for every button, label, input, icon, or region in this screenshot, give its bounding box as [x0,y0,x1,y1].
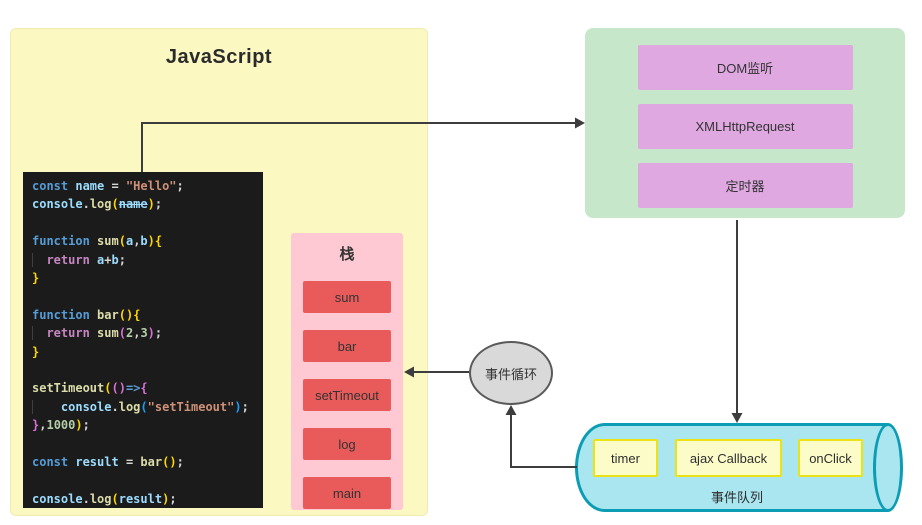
code-line: console.log("setTimeout"); [32,398,263,416]
code-line: } [32,271,40,286]
code-line: const result = bar(); [32,455,184,470]
web-api-item-timer: 定时器 [637,163,853,208]
arrowhead-webapis-to-queue [731,413,743,423]
queue-item-ajax-callback: ajax Callback [675,439,782,477]
stack-item-log: log [303,428,391,460]
javascript-panel-title: JavaScript [165,46,273,68]
code-line: function bar(){ [32,307,141,322]
arrow-queue-to-loop [510,415,577,468]
call-stack-panel: 栈 sum bar setTimeout log main [291,233,403,510]
code-line: setTimeout(()=>{ [32,381,148,396]
stack-item-settimeout: setTimeout [303,379,391,411]
arrowhead-js-to-webapis [575,117,585,129]
queue-item-onclick: onClick [798,439,863,477]
event-queue-label: 事件队列 [710,490,763,505]
code-block: const name = "Hello";console.log(name); … [23,172,263,508]
arrowhead-queue-to-loop [505,405,517,415]
web-api-item-xmlhttprequest: XMLHttpRequest [637,104,853,149]
event-queue-cylinder-cap [873,423,903,512]
stack-item-main: main [303,477,391,509]
code-line: const name = "Hello"; [32,179,184,193]
queue-item-timer: timer [593,439,658,477]
stack-item-sum: sum [303,281,391,313]
call-stack-title: 栈 [339,246,355,263]
code-line: },1000); [32,418,90,433]
event-loop-label: 事件循环 [484,366,537,382]
web-api-item-dom-listener: DOM监听 [637,45,853,90]
code-line [32,472,263,490]
code-line: } [32,344,40,359]
event-loop-circle: 事件循环 [469,341,553,405]
stack-item-bar: bar [303,330,391,362]
code-line [32,214,263,232]
web-apis-panel: DOM监听 XMLHttpRequest 定时器 [585,28,905,218]
code-line: console.log(result); [32,491,177,506]
code-line: function sum(a,b){ [32,234,163,249]
code-line: console.log(name); [32,197,163,212]
code-line: return a+b; [32,251,263,269]
code-line [32,361,263,379]
code-line: return sum(2,3); [32,324,263,342]
code-line [32,287,263,305]
code-line [32,435,263,453]
